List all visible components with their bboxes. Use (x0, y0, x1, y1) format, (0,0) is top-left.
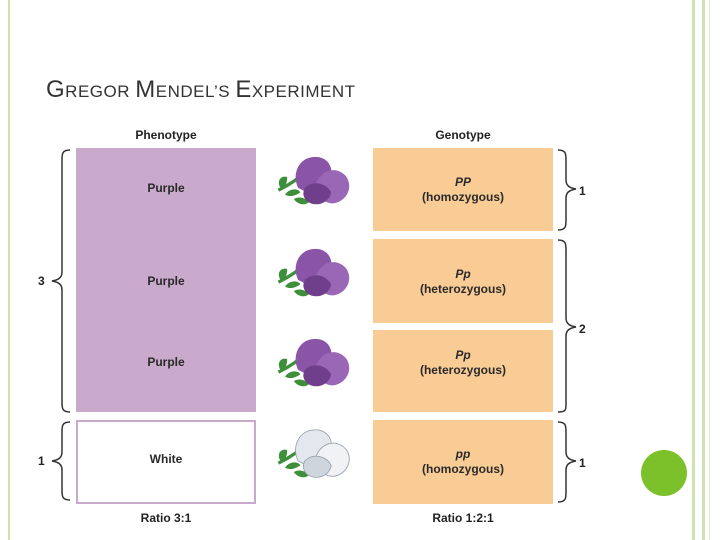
genotype-bracket (557, 421, 577, 503)
genotype-box (373, 330, 553, 412)
genotype-header: Genotype (435, 128, 491, 142)
purple-flower-icon (277, 338, 350, 387)
phenotype-purple-box (76, 148, 256, 412)
genotype-label: Pp (heterozygous) (373, 267, 553, 297)
phenotype-label: Purple (147, 355, 185, 369)
purple-flower-icon (277, 248, 350, 297)
genotype-label: Pp (heterozygous) (373, 348, 553, 378)
accent-circle (641, 450, 687, 496)
count-label-left: 3 (38, 274, 45, 288)
genotype-description: (heterozygous) (419, 282, 506, 296)
frame-line-right (692, 0, 695, 540)
genotype-code: PP (454, 175, 471, 189)
genotype-box (373, 420, 553, 504)
phenotype-label: Purple (147, 274, 185, 288)
genotype-box (373, 148, 553, 231)
genotype-description: (homozygous) (422, 462, 504, 476)
phenotype-label: White (149, 452, 183, 466)
genotype-code: Pp (455, 267, 471, 281)
genotype-description: (heterozygous) (419, 363, 506, 377)
genotype-label: pp (homozygous) (373, 447, 553, 477)
genotype-description: (homozygous) (422, 190, 504, 204)
phenotype-label: Purple (147, 181, 185, 195)
genotype-code: pp (455, 447, 471, 461)
genotype-code: Pp (455, 348, 471, 362)
phenotype-bracket (51, 421, 71, 501)
genotype-bracket (557, 149, 577, 231)
genotype-label: PP (homozygous) (373, 175, 553, 205)
white-flower-icon (277, 429, 350, 478)
count-label-right: 1 (579, 456, 586, 470)
count-label-right: 2 (579, 322, 586, 336)
slide-title: GREGOR MENDEL’S EXPERIMENT (46, 76, 356, 103)
genotype-bracket (557, 239, 577, 413)
count-label-right: 1 (579, 184, 586, 198)
count-label-left: 1 (38, 454, 45, 468)
phenotype-bracket (51, 149, 71, 413)
genotype-ratio: Ratio 1:2:1 (432, 511, 494, 525)
frame-line-right-inner (702, 0, 705, 540)
phenotype-ratio: Ratio 3:1 (140, 511, 192, 525)
phenotype-white-box (76, 420, 256, 504)
frame-line-left (8, 0, 10, 540)
phenotype-header: Phenotype (135, 128, 197, 142)
frame-line-right-thin (709, 0, 710, 540)
genotype-box (373, 239, 553, 323)
purple-flower-icon (277, 156, 350, 205)
